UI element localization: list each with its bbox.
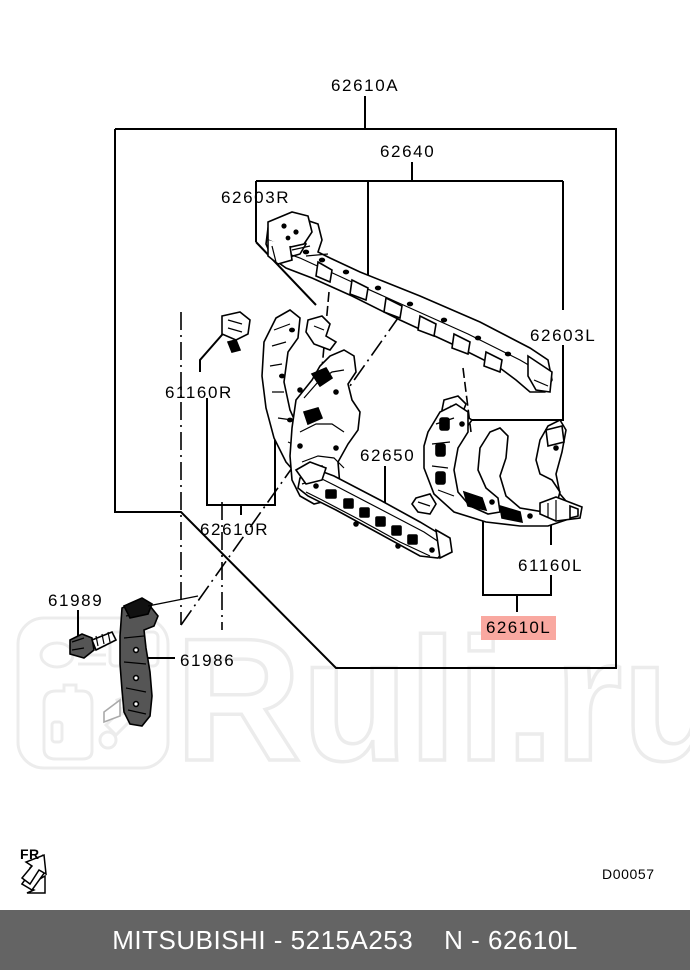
leader-62603l [452,345,564,421]
callout-62610r: 62610R [200,520,270,539]
callout-61986: 61986 [180,651,236,670]
callout-61989: 61989 [48,591,104,610]
part-illustration-61986 [103,597,159,727]
part-illustration-62603r [267,211,313,265]
part-illustration-61989 [69,630,118,659]
footer-part-reference: MITSUBISHI - 5215A253 N - 62610L [112,924,578,955]
part-illustration-61160r [221,311,251,353]
part-illustration-62640 [265,217,553,393]
callout-61160l: 61160L [518,556,584,575]
alignment-lines [180,312,399,630]
callout-62603r: 62603R [221,188,291,207]
svg-text:Ruli.ru: Ruli.ru [175,603,690,798]
part-clip-upper-right [305,315,338,351]
callout-62610a: 62610A [331,76,400,95]
leader-61986-to-box [147,595,199,607]
bracket-62610r [199,327,276,515]
callout-62603l: 62603L [530,326,597,345]
part-illustration-62610l [423,403,573,527]
bracket-62640 [255,162,564,310]
part-clip-left-of-62610l [411,493,437,515]
part-illustration-61160l [539,496,583,522]
leader-62603r [255,208,317,306]
parts-diagram-canvas: Ruli.ru [16,96,690,894]
fr-orientation-label: FR [20,846,40,862]
assembly-boundary-62610a [114,96,617,669]
diagram-code-label: D00057 [602,866,655,882]
callout-61160r: 61160R [165,383,233,402]
fr-arrow-icon [20,853,47,894]
part-illustration-62650 [294,461,453,560]
footer-bar: MITSUBISHI - 5215A253 N - 62610L [0,910,690,970]
callout-62650: 62650 [360,446,416,465]
callout-62640: 62640 [380,142,436,161]
callout-62610l-highlighted: 62610L [481,616,557,640]
